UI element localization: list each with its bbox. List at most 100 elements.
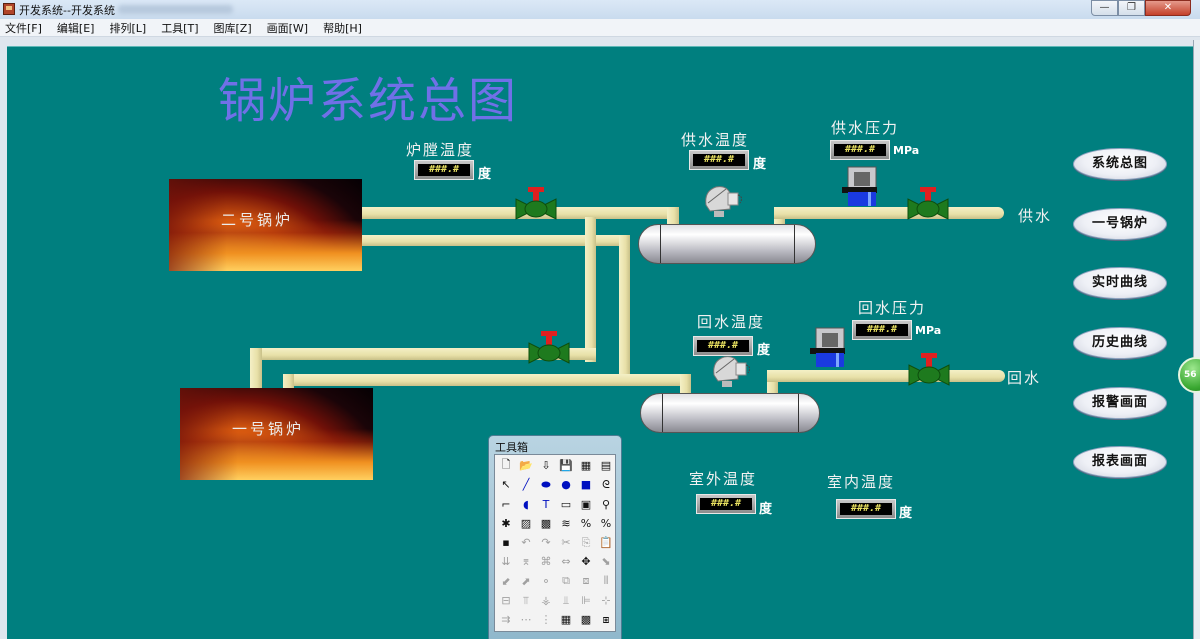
button-icon[interactable]: ▣ (580, 497, 592, 511)
pipe-boiler1-return-riser (283, 374, 294, 388)
import-icon[interactable]: ⇩ (541, 459, 551, 472)
save-icon[interactable]: 💾 (559, 459, 573, 472)
align-n-icon[interactable]: ⊹ (601, 594, 611, 608)
return-temp-display[interactable]: ###.# (693, 336, 753, 356)
design-canvas[interactable]: 锅炉系统总图 二号锅炉 一号锅炉 (7, 46, 1193, 639)
boiler-2-label: 二号锅炉 (221, 211, 294, 229)
pointer-icon[interactable]: ↖ (501, 478, 511, 492)
valve-icon[interactable] (528, 329, 570, 365)
palette-icon[interactable]: ▩ (580, 613, 592, 627)
maximize-button[interactable]: ❐ (1118, 0, 1145, 16)
align-j-icon[interactable]: ⫪ (522, 593, 530, 607)
furnace-temp-display[interactable]: ###.# (414, 160, 474, 180)
align-k-icon[interactable]: ⚶ (541, 594, 551, 608)
copy-icon[interactable]: ⎘ (581, 535, 591, 549)
menu-arrange[interactable]: 排列[L] (109, 21, 147, 35)
ungroup-icon[interactable]: ⬊ (601, 555, 611, 569)
new-file-icon[interactable]: 🗋 (501, 458, 511, 471)
return-header-tank[interactable] (640, 393, 820, 433)
supply-header-tank[interactable] (638, 224, 816, 264)
trend-icon[interactable]: ≋ (561, 516, 571, 530)
nav-system-overview-button[interactable]: 系统总图 (1073, 148, 1167, 180)
text-icon[interactable]: T (542, 497, 550, 511)
picture-icon[interactable]: ▩ (540, 516, 552, 530)
supply-temp-display[interactable]: ###.# (689, 150, 749, 170)
control-icon[interactable]: ▪ (502, 536, 510, 550)
front-icon[interactable]: ⬋ (501, 574, 511, 588)
align-m-icon[interactable]: ⊫ (581, 594, 591, 608)
layers-icon[interactable]: ⧆ (602, 612, 610, 626)
paste-icon[interactable]: 📋 (599, 536, 613, 550)
circle-icon[interactable]: ● (561, 478, 571, 492)
menu-file[interactable]: 文件[F] (5, 21, 42, 35)
symbol-icon[interactable]: ⚲ (601, 497, 611, 511)
nav-report-screen-button[interactable]: 报表画面 (1073, 446, 1167, 478)
indoor-temp-unit: 度 (899, 506, 913, 521)
pressure-transmitter-icon[interactable] (841, 166, 877, 206)
align-g-icon[interactable]: ⧈ (582, 574, 590, 588)
polyline-icon[interactable]: ᘓ (602, 477, 610, 491)
return-pressure-display[interactable]: ###.# (852, 320, 912, 340)
open-folder-icon[interactable]: 📂 (519, 459, 533, 472)
pipe-return-drop (680, 374, 691, 398)
close-button[interactable]: ✕ (1145, 0, 1191, 16)
line-icon[interactable]: ╱ (522, 478, 530, 492)
grid-icon[interactable]: ▦ (560, 613, 572, 627)
pressure-transmitter-icon[interactable] (809, 327, 845, 367)
temperature-sensor-icon[interactable] (710, 353, 754, 387)
new-object-icon[interactable]: ✱ (501, 516, 511, 530)
align-h-icon[interactable]: ⫴ (603, 574, 609, 588)
dots-v-icon[interactable]: ⋮ (540, 613, 552, 627)
pipe-return-out (767, 370, 1005, 382)
pipe-supply-drop (667, 207, 679, 229)
menu-tools[interactable]: 工具[T] (161, 21, 199, 35)
window-right-border (1193, 40, 1200, 639)
return-temp-unit: 度 (757, 343, 771, 358)
temperature-sensor-icon[interactable] (702, 183, 746, 217)
menu-help[interactable]: 帮助[H] (323, 21, 362, 35)
nav-alarm-screen-button[interactable]: 报警画面 (1073, 387, 1167, 419)
percent-box-icon[interactable]: % (580, 516, 592, 530)
undo-icon[interactable]: ↶ (521, 536, 531, 550)
align-l-icon[interactable]: ⫫ (562, 593, 570, 607)
nav-boiler1-button[interactable]: 一号锅炉 (1073, 208, 1167, 240)
arc-icon[interactable]: ◖ (523, 497, 529, 511)
ellipse-flat-icon[interactable]: ⬬ (541, 477, 551, 491)
align-c-icon[interactable]: ⌘ (540, 555, 552, 569)
back-icon[interactable]: ⬈ (521, 574, 531, 588)
menu-edit[interactable]: 编辑[E] (56, 21, 95, 35)
screen-props-icon[interactable]: ▦ (580, 459, 592, 472)
boiler-2[interactable]: 二号锅炉 (169, 179, 362, 271)
align-i-icon[interactable]: ⊟ (501, 594, 511, 608)
nav-history-curve-button[interactable]: 历史曲线 (1073, 327, 1167, 359)
toolbox-panel[interactable]: 工具箱 🗋📂⇩💾▦▤↖╱⬬●■ᘓ⌐◖T▭▣⚲✱▨▩≋%%▪↶↷✂⎘📋⇊⌆⌘⇔✥⬊… (488, 435, 622, 639)
valve-icon[interactable] (908, 351, 950, 387)
image-icon[interactable]: ▨ (520, 516, 532, 530)
align-b-icon[interactable]: ⌆ (521, 555, 531, 569)
supply-pressure-display[interactable]: ###.# (830, 140, 890, 160)
space-h-icon[interactable]: ⇉ (501, 613, 511, 627)
cut-icon[interactable]: ✂ (561, 536, 571, 550)
group-icon[interactable]: ✥ (581, 555, 591, 569)
valve-icon[interactable] (907, 185, 949, 221)
align-d-icon[interactable]: ⇔ (561, 555, 571, 569)
valve-icon[interactable] (515, 185, 557, 221)
outdoor-temp-display[interactable]: ###.# (696, 494, 756, 514)
menu-library[interactable]: 图库[Z] (213, 21, 252, 35)
boiler-1[interactable]: 一号锅炉 (180, 388, 373, 480)
minimize-button[interactable]: — (1091, 0, 1118, 16)
rounded-rect-icon[interactable]: ▭ (560, 497, 572, 511)
report-icon[interactable]: ▤ (600, 459, 612, 472)
align-e-icon[interactable]: ⚬ (541, 574, 551, 588)
rectangle-icon[interactable]: ■ (580, 478, 592, 492)
percent-icon[interactable]: % (600, 516, 612, 530)
nav-realtime-curve-button[interactable]: 实时曲线 (1073, 267, 1167, 299)
dots-h-icon[interactable]: ⋯ (520, 613, 532, 627)
menu-screen[interactable]: 画面[W] (266, 21, 309, 35)
redo-icon[interactable]: ↷ (541, 536, 551, 550)
supply-pressure-label: 供水压力 (831, 119, 900, 137)
align-f-icon[interactable]: ⧉ (562, 574, 570, 588)
align-a-icon[interactable]: ⇊ (501, 555, 511, 569)
indoor-temp-display[interactable]: ###.# (836, 499, 896, 519)
pipe-icon[interactable]: ⌐ (501, 497, 511, 511)
